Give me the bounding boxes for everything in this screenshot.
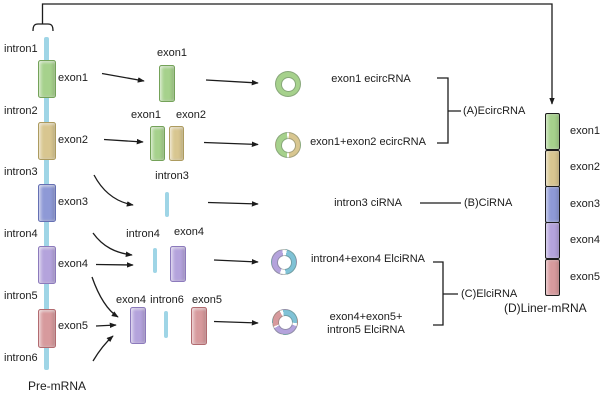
- exon4-down-curved-arrow: [91, 276, 119, 318]
- pre-mrna-exon3: [38, 184, 56, 222]
- strand-to-intron3-curved-arrow: [93, 174, 134, 207]
- mid-exon5-label: exon5: [192, 294, 222, 306]
- mid-exon5: [191, 307, 207, 345]
- mid-exon1-label: exon1: [157, 47, 187, 59]
- category-b-cirna: (B)CiRNA: [464, 197, 513, 209]
- exon1-exon2-ecircrna-donut: [275, 132, 301, 158]
- exon4-to-intermediate-arrow: [95, 262, 134, 268]
- exon4-exon5-elcirna-label-line1: exon4+exon5+: [329, 311, 403, 323]
- linear-exon5-label: exon5: [570, 271, 600, 283]
- category-c-elcirna: (C)ElciRNA: [461, 288, 518, 300]
- linear-mrna-exon5: [545, 259, 560, 296]
- exon2-label: exon2: [58, 134, 88, 146]
- linear-mrna-exon2: [545, 150, 560, 187]
- exon1-ecircrna-label: exon1 ecircRNA: [331, 73, 411, 85]
- linear-exon2-label: exon2: [570, 161, 600, 173]
- exon4-exon5-to-circle-arrow: [213, 320, 259, 326]
- intron3-label: intron3: [4, 166, 38, 178]
- mid-exon2-label: exon2: [176, 109, 206, 121]
- exon3-label: exon3: [58, 196, 88, 208]
- elcirna-bracket: [433, 261, 458, 326]
- exon4-label: exon4: [58, 258, 88, 270]
- mid-intron4: [153, 248, 157, 273]
- intron4-exon4-elcirna-label: intron4+exon4 ElciRNA: [310, 253, 426, 265]
- intron4-exon4-to-circle-arrow: [213, 258, 259, 265]
- intron2-label: intron2: [4, 105, 38, 117]
- linear-exon1-label: exon1: [570, 125, 600, 137]
- mid-intron6-label: intron6: [150, 294, 184, 306]
- mid-exon4b-label: exon4: [116, 294, 146, 306]
- pre-mrna-exon1: [38, 60, 56, 98]
- exon5-label: exon5: [58, 320, 88, 332]
- mid-exon4-label: exon4: [174, 226, 204, 238]
- mid-exon1: [159, 65, 175, 102]
- mid-exon1b-label: exon1: [131, 109, 161, 121]
- exon1-exon2-to-circle-arrow: [203, 141, 259, 148]
- intron6-label: intron6: [4, 352, 38, 364]
- intron3-cirna-label: intron3 ciRNA: [334, 197, 402, 209]
- exon5-to-intermediate-arrow: [95, 322, 117, 329]
- category-d-liner-mrna: (D)Liner-mRNA: [504, 301, 587, 315]
- exon1-to-intermediate-arrow: [101, 72, 145, 83]
- ecircrna-bracket: [437, 77, 461, 144]
- exon4-exon5-elcirna-label-line2: intron5 ElciRNA: [327, 324, 405, 336]
- intron4-curved-arrow: [92, 232, 133, 257]
- mid-intron3: [165, 192, 169, 217]
- intron6-up-curved-arrow: [92, 335, 114, 362]
- pre-mrna-to-linear-mrna-arrow: [41, 3, 555, 105]
- mid-intron6: [164, 311, 168, 338]
- pre-mrna-title: Pre-mRNA: [28, 379, 87, 393]
- mid-exon4: [170, 246, 186, 282]
- exon1-label: exon1: [58, 72, 88, 84]
- category-a-ecircrna: (A)EcircRNA: [463, 105, 526, 117]
- intron1-label: intron1: [4, 43, 38, 55]
- exon4-exon5-intron5-elcirna-donut: [272, 309, 298, 335]
- pre-mrna-exon2: [38, 122, 56, 160]
- pre-mrna-brace: [32, 23, 54, 32]
- intron4-exon4-elcirna-donut: [271, 249, 297, 275]
- exon1-exon2-ecircrna-label: exon1+exon2 ecircRNA: [310, 136, 426, 148]
- mid-exon4b: [130, 307, 146, 344]
- exon1-ecircrna-donut: [275, 71, 301, 97]
- mid-exon1b: [150, 126, 165, 161]
- pre-mrna-exon5: [38, 309, 56, 348]
- exon2-to-intermediate-arrow: [103, 138, 144, 145]
- linear-exon3-label: exon3: [570, 198, 600, 210]
- linear-mrna-exon3: [545, 186, 560, 223]
- mid-intron3-label: intron3: [155, 170, 189, 182]
- linear-mrna-exon1: [545, 113, 560, 150]
- intron4-label: intron4: [4, 228, 38, 240]
- linear-exon4-label: exon4: [570, 234, 600, 246]
- exon1-to-circle-arrow: [205, 79, 259, 86]
- linear-mrna-exon4: [545, 222, 560, 259]
- intron5-label: intron5: [4, 290, 38, 302]
- mid-intron4-label: intron4: [126, 228, 160, 240]
- mid-exon2: [169, 126, 184, 161]
- pre-mrna-exon4: [38, 246, 56, 284]
- intron3-to-label-arrow: [207, 201, 259, 207]
